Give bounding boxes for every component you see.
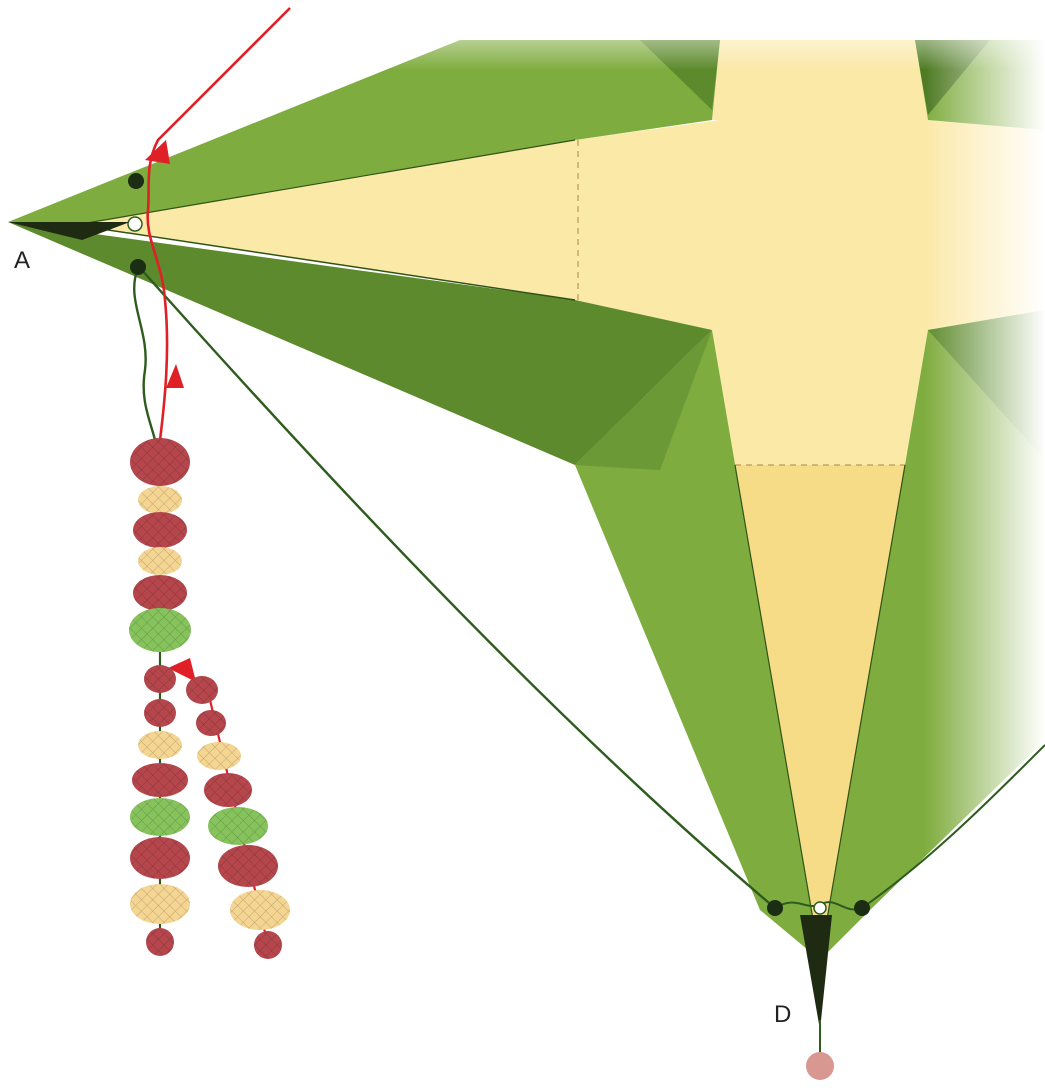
bead-green [130, 798, 190, 836]
arrowhead-icon [168, 658, 196, 682]
fade-top [380, 0, 1045, 70]
bead-red [204, 773, 252, 807]
bead-red [254, 931, 282, 959]
knot-dot-icon [130, 259, 146, 275]
flap-upper-left [8, 40, 720, 225]
bead-red [132, 763, 188, 797]
hole-icon [127, 216, 143, 232]
bead-red [144, 699, 176, 727]
bead-red [130, 438, 190, 486]
bead-red [130, 837, 190, 879]
bead-cream [197, 742, 241, 770]
point-d-label: D [774, 1001, 791, 1028]
arrowhead-icon [166, 364, 184, 388]
bead-cream [138, 547, 182, 575]
paper-bottom-arm [735, 465, 905, 960]
thread-green-a-strand [133, 267, 157, 441]
bead-strand-right [177, 665, 290, 959]
flap-lower-left-shade [575, 330, 712, 470]
bead-red [133, 575, 187, 611]
knot-dot-icon [767, 900, 783, 916]
fade-right [925, 0, 1045, 1088]
tip-shadow-a [8, 222, 130, 240]
thread-green-a-to-d [139, 267, 776, 909]
knot-dot-icon [128, 173, 144, 189]
bead-red [218, 845, 278, 887]
bead-red [196, 710, 226, 736]
paper-center [712, 330, 928, 465]
crease-a-inner [74, 224, 576, 301]
thread-red-strand [146, 7, 291, 441]
point-a-label: A [14, 247, 30, 274]
flap-lower-left [575, 330, 820, 960]
arrowhead-icon [145, 140, 170, 164]
paper-core [75, 40, 1045, 960]
crease-a-upper [74, 139, 576, 226]
flap-lower-left-dark [8, 222, 712, 465]
bead-strand-left [130, 652, 190, 956]
knot-dot-icon [854, 900, 870, 916]
bead-cream [130, 884, 190, 924]
hole-icon [813, 901, 827, 915]
thread-green-right-edge [861, 744, 1045, 909]
crease-d-right [819, 464, 906, 961]
bead-cream [230, 890, 290, 930]
tip-shadow-d [800, 915, 832, 1030]
bead-red [144, 665, 176, 693]
bead-strand-main [129, 438, 191, 652]
bead-green [208, 807, 268, 845]
bead-green [129, 608, 191, 652]
bead-cream [138, 486, 182, 514]
bead-red [146, 928, 174, 956]
bead-cream [138, 731, 182, 759]
bead-drop-d [806, 1052, 834, 1080]
bead-red [186, 676, 218, 704]
bead-red [133, 512, 187, 548]
crease-d-left [734, 464, 821, 961]
paper-left-arm [75, 120, 1045, 330]
